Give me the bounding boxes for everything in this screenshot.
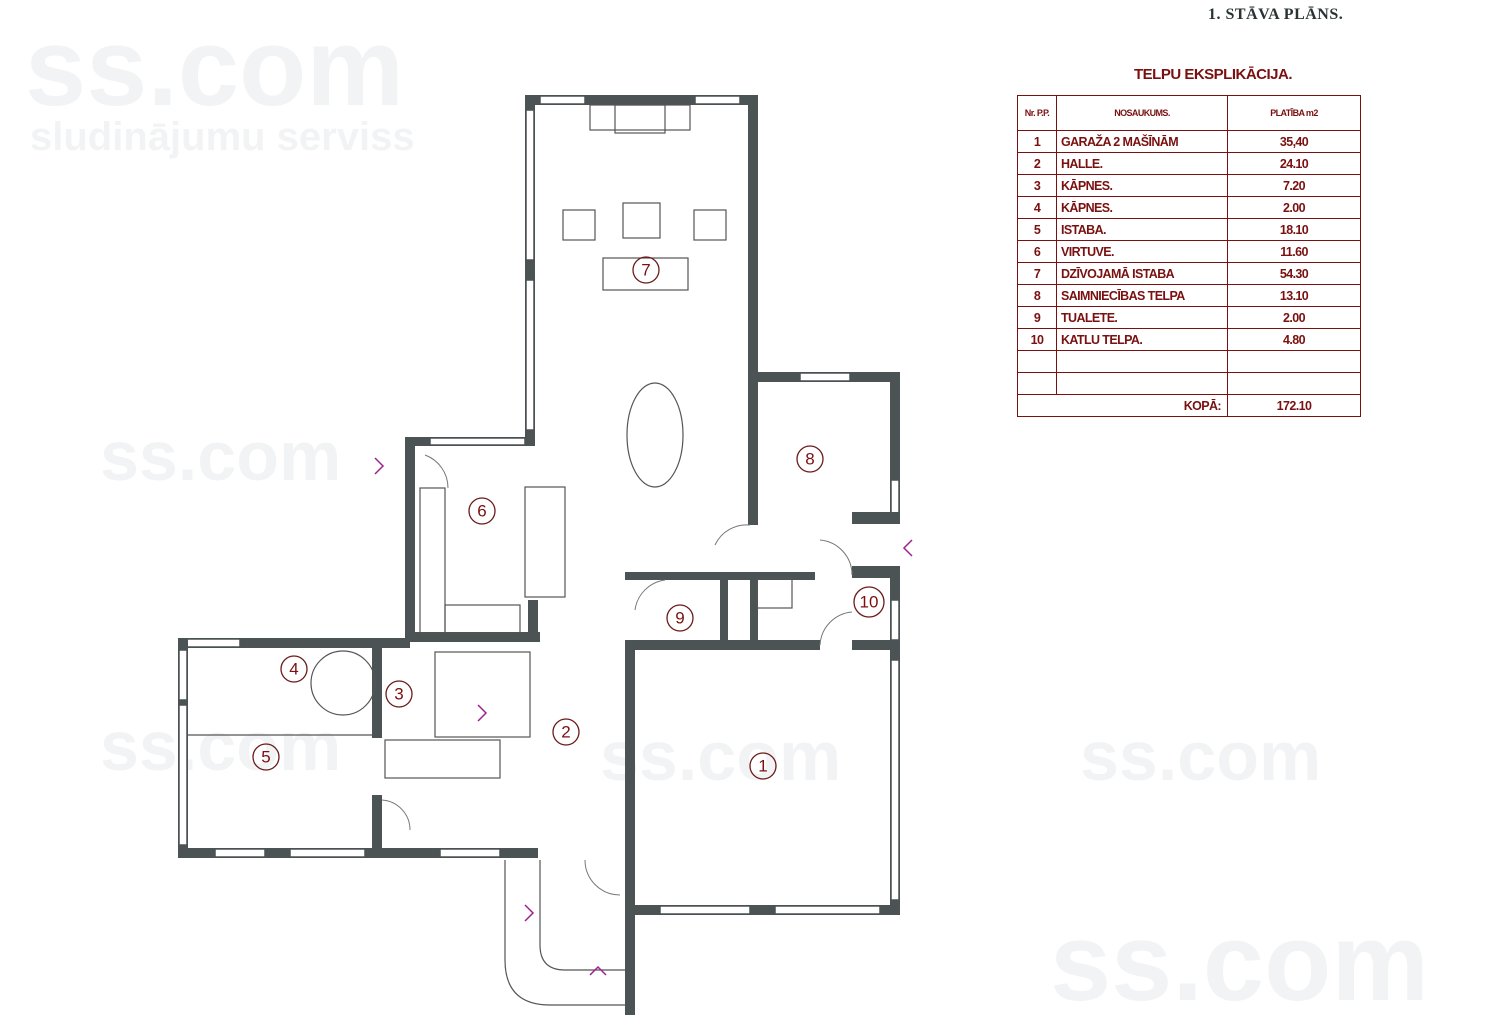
room-label-4: 4: [280, 655, 308, 683]
cell-name: HALLE.: [1056, 152, 1228, 175]
cell-nr: 4: [1017, 196, 1057, 219]
cell-nr: 8: [1017, 284, 1057, 307]
cell-name: VIRTUVE.: [1056, 240, 1228, 263]
cell-nr: 7: [1017, 262, 1057, 285]
cell-nr: 6: [1017, 240, 1057, 263]
room-label-3: 3: [385, 680, 413, 708]
svg-text:ss.com: ss.com: [100, 417, 341, 495]
room-label-9: 9: [666, 604, 694, 632]
walls: [178, 95, 913, 1015]
cell-area: 2.00: [1227, 306, 1361, 329]
cell-name: KATLU TELPA.: [1056, 328, 1228, 351]
svg-text:ss.com: ss.com: [1080, 717, 1321, 795]
table-total-row: KOPĀ: 172.10: [1017, 394, 1361, 417]
header-name: NOSAUKUMS.: [1056, 95, 1228, 131]
room-label-6: 6: [468, 497, 496, 525]
watermark: ss.com sludinājumu serviss ss.com ss.com…: [25, 6, 1429, 1024]
svg-text:ss.com: ss.com: [1050, 901, 1429, 1024]
svg-text:8: 8: [805, 450, 814, 469]
cell-nr: 1: [1017, 130, 1057, 153]
svg-text:2: 2: [561, 723, 570, 742]
header-area: PLATĪBA m2: [1227, 95, 1361, 131]
svg-text:ss.com: ss.com: [600, 717, 841, 795]
page-title: 1. STĀVA PLĀNS.: [1208, 6, 1344, 23]
cell-name: DZĪVOJAMĀ ISTABA: [1056, 262, 1228, 285]
cell-name: ISTABA.: [1056, 218, 1228, 241]
room-label-10: 10: [853, 586, 885, 618]
cell-area: 7.20: [1227, 174, 1361, 197]
room-labels: 1 2 3 4 5 6 7 8 9 10: [252, 256, 885, 780]
cell-area: 11.60: [1227, 240, 1361, 263]
svg-text:5: 5: [261, 748, 270, 767]
table-title: TELPU EKSPLIKĀCIJA.: [1134, 66, 1293, 83]
cell-nr: 3: [1017, 174, 1057, 197]
cell-nr: 2: [1017, 152, 1057, 175]
svg-text:10: 10: [860, 593, 879, 612]
cell-name: KĀPNES.: [1056, 174, 1228, 197]
cell-area: 18.10: [1227, 218, 1361, 241]
cell-area: 4.80: [1227, 328, 1361, 351]
room-label-2: 2: [552, 718, 580, 746]
table-header-row: Nr. P.P. NOSAUKUMS. PLATĪBA m2: [1017, 95, 1361, 131]
cell-area: 13.10: [1227, 284, 1361, 307]
svg-text:4: 4: [289, 660, 298, 679]
cell-area: 2.00: [1227, 196, 1361, 219]
cell-name: GARAŽA 2 MAŠĪNĀM: [1056, 130, 1228, 153]
cell-name: TUALETE.: [1056, 306, 1228, 329]
svg-text:9: 9: [675, 609, 684, 628]
svg-text:sludinājumu serviss: sludinājumu serviss: [30, 115, 415, 159]
cell-area: 54.30: [1227, 262, 1361, 285]
total-value: 172.10: [1227, 394, 1361, 417]
header-nr: Nr. P.P.: [1017, 95, 1057, 131]
cell-nr: 10: [1017, 328, 1057, 351]
cell-area: 35,40: [1227, 130, 1361, 153]
svg-text:3: 3: [394, 685, 403, 704]
room-label-5: 5: [252, 743, 280, 771]
svg-text:7: 7: [641, 261, 650, 280]
total-label: KOPĀ:: [1017, 394, 1228, 417]
cell-name: SAIMNIECĪBAS TELPA: [1056, 284, 1228, 307]
table-row-empty: [1017, 372, 1361, 395]
svg-text:ss.com: ss.com: [25, 6, 404, 129]
cell-area: 24.10: [1227, 152, 1361, 175]
svg-text:6: 6: [477, 502, 486, 521]
svg-text:1: 1: [758, 757, 767, 776]
table-row-empty: [1017, 350, 1361, 373]
room-label-1: 1: [749, 752, 777, 780]
svg-text:ss.com: ss.com: [100, 707, 341, 785]
room-label-7: 7: [632, 256, 660, 284]
cell-name: KĀPNES.: [1056, 196, 1228, 219]
room-label-8: 8: [796, 445, 824, 473]
cell-nr: 5: [1017, 218, 1057, 241]
cell-nr: 9: [1017, 306, 1057, 329]
